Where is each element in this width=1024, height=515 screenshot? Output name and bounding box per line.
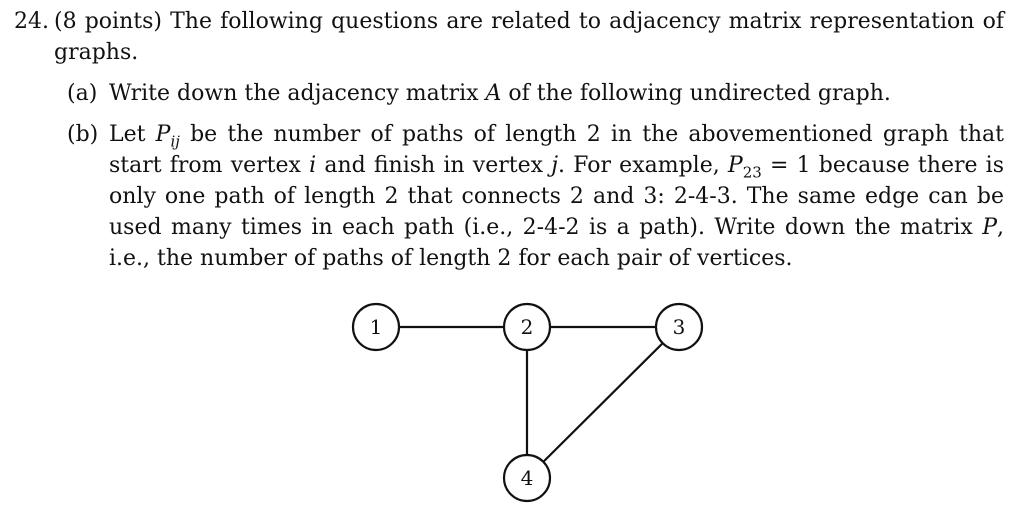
vertex-circle bbox=[502, 453, 552, 503]
vertex-circle bbox=[351, 302, 401, 352]
part-a: (a) Write down the adjacency matrix A of… bbox=[14, 78, 1004, 109]
part-b-t5: = 1 because there is only one path of le… bbox=[109, 153, 1004, 240]
part-b-t4: . For example, bbox=[558, 153, 728, 178]
vertex-label: 3 bbox=[673, 315, 686, 339]
p-subscript-ij: ij bbox=[170, 132, 180, 151]
part-b-label: (b) bbox=[67, 122, 99, 147]
vertex-circle bbox=[654, 302, 704, 352]
part-b: (b) Let Pij be the number of paths of le… bbox=[14, 119, 1004, 274]
question-points: (8 points) bbox=[54, 9, 162, 34]
vertex-1: 1 bbox=[351, 302, 401, 352]
graph-edges bbox=[376, 325, 680, 479]
j-symbol: j bbox=[551, 153, 559, 178]
i-symbol: i bbox=[309, 153, 317, 178]
graph-nodes: 1 2 3 4 bbox=[351, 302, 704, 503]
part-b-t3: and finish in vertex bbox=[316, 153, 552, 178]
vertex-label: 4 bbox=[521, 466, 534, 490]
vertex-label: 1 bbox=[370, 315, 383, 339]
p-symbol: P bbox=[155, 122, 171, 147]
edge-3-4 bbox=[526, 326, 680, 479]
part-a-label: (a) bbox=[67, 81, 98, 106]
matrix-a-symbol: A bbox=[485, 81, 502, 106]
vertex-4: 4 bbox=[502, 453, 552, 503]
part-b-t2: be the number of paths of length 2 in th… bbox=[109, 122, 1004, 178]
vertex-label: 2 bbox=[521, 315, 534, 339]
p-subscript-23: 23 bbox=[742, 163, 762, 182]
vertex-2: 2 bbox=[502, 302, 552, 352]
part-b-t6: , i.e., the number of paths of length 2 … bbox=[109, 215, 1004, 271]
part-a-text-1: Write down the adjacency matrix bbox=[109, 81, 486, 106]
p23-symbol: P bbox=[727, 153, 743, 178]
problem-24: 24. (8 points) The following questions a… bbox=[14, 6, 1004, 274]
vertex-circle bbox=[502, 302, 552, 352]
question-header: 24. (8 points) The following questions a… bbox=[14, 6, 1004, 68]
vertex-3: 3 bbox=[654, 302, 704, 352]
part-b-t1: Let bbox=[109, 122, 156, 147]
question-number: 24. bbox=[14, 9, 49, 34]
matrix-p-symbol: P bbox=[982, 215, 997, 240]
part-a-text-2: of the following undirected graph. bbox=[501, 81, 891, 106]
question-intro: The following questions are related to a… bbox=[54, 9, 1004, 65]
